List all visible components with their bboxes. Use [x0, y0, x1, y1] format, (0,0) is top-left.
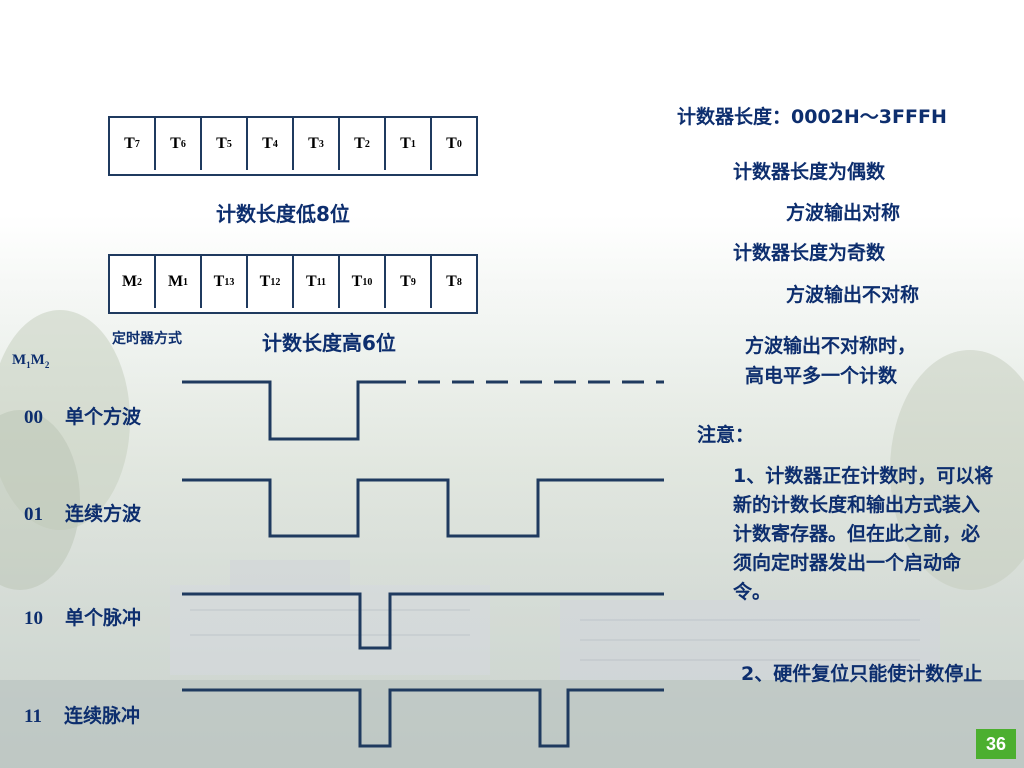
- counter-length-range: 计数器长度：0002H～3FFFH: [677, 106, 947, 128]
- asymmetric-note-line1: 方波输出不对称时，: [745, 335, 917, 357]
- note-item-1: 1、计数器正在计数时，可以将新的计数长度和输出方式装入计数寄存器。但在此之前，必…: [733, 465, 994, 603]
- register-low-caption: 计数长度低8位: [216, 202, 350, 226]
- even-result-text: 方波输出对称: [786, 202, 901, 224]
- odd-result-text: 方波输出不对称: [786, 284, 920, 306]
- register-high-caption: 计数长度高6位: [262, 331, 396, 355]
- even-length-text: 计数器长度为偶数: [733, 161, 886, 183]
- waveform-continuous-pulse: [182, 688, 664, 748]
- waveform-single-pulse: [182, 592, 664, 650]
- odd-length-text: 计数器长度为奇数: [733, 242, 886, 264]
- note-item-2: 2、硬件复位只能使计数停止: [741, 663, 983, 685]
- waveform-continuous-square: [182, 478, 664, 538]
- timer-mode-caption: 定时器方式: [112, 331, 182, 347]
- note-title: 注意：: [697, 424, 755, 446]
- asymmetric-note-line2: 高电平多一个计数: [745, 365, 898, 387]
- waveform-single-square: [182, 380, 384, 441]
- m1m2-label: M1M2: [12, 352, 50, 370]
- page-number-badge: 36: [976, 729, 1016, 759]
